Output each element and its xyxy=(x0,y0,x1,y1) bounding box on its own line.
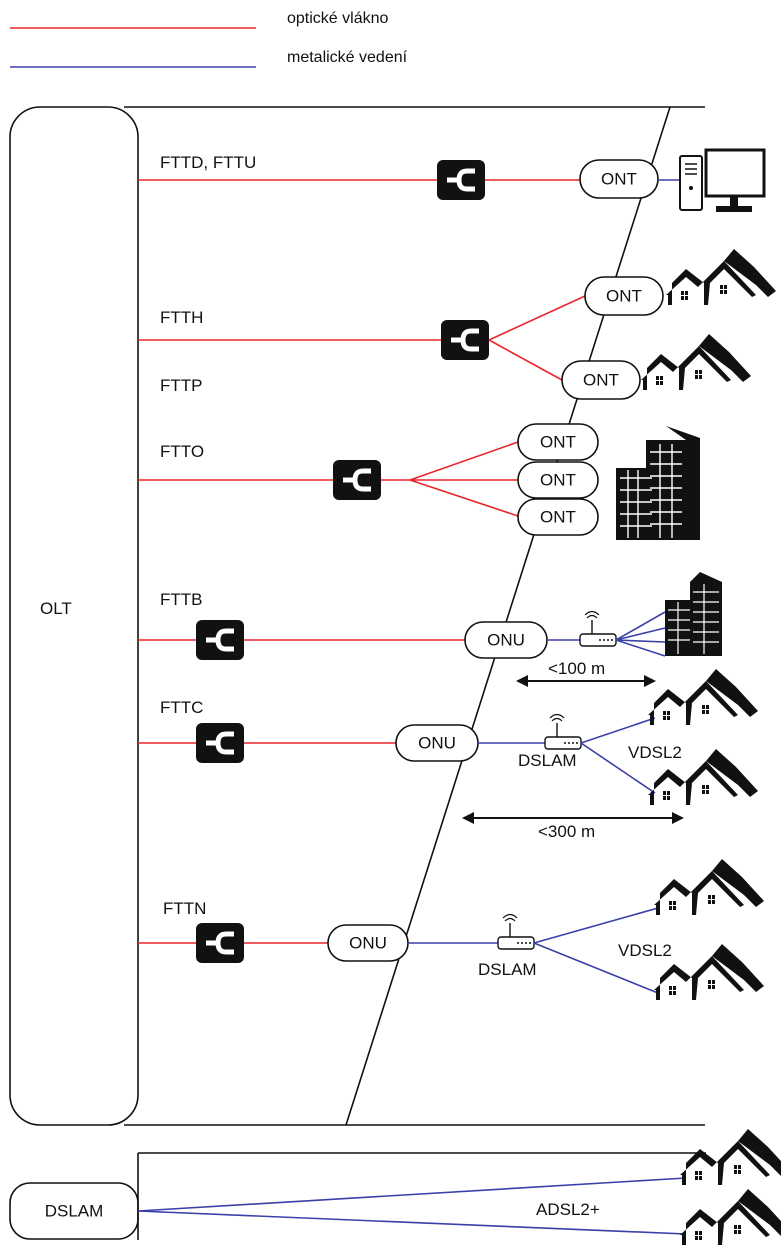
onu-label: ONU xyxy=(349,934,387,953)
router-icon xyxy=(579,610,617,647)
distance-label-300: <300 m xyxy=(538,822,595,841)
building-icon xyxy=(665,572,722,656)
ont-label: ONT xyxy=(540,471,576,490)
houses-icon xyxy=(666,249,776,305)
router-icon xyxy=(497,913,535,950)
row-label-ftto: FTTO xyxy=(160,442,204,461)
ont-label: ONT xyxy=(601,170,637,189)
ont-label: ONT xyxy=(583,371,619,390)
row-fttb: FTTB ONU <10 xyxy=(138,572,722,687)
splitter-icon xyxy=(333,460,381,500)
legend-fiber-label: optické vlákno xyxy=(287,10,388,27)
tech-label-vdsl2: VDSL2 xyxy=(628,743,682,762)
onu-label: ONU xyxy=(487,631,525,650)
olt-block: OLT xyxy=(9,106,705,1126)
ont-pill xyxy=(561,360,641,400)
router-icon xyxy=(544,713,582,750)
row-label-ftth: FTTH xyxy=(160,308,203,327)
onu-label: ONU xyxy=(418,734,456,753)
olt-box xyxy=(9,106,139,1126)
row-label-fttb: FTTB xyxy=(160,590,203,609)
tech-label-vdsl2: VDSL2 xyxy=(618,941,672,960)
row-ftto: FTTO ONT ONT ONT xyxy=(138,423,700,540)
olt-label: OLT xyxy=(40,599,72,618)
splitter-icon xyxy=(196,723,244,763)
houses-icon xyxy=(654,859,764,915)
tech-label-adsl2: ADSL2+ xyxy=(536,1200,600,1219)
houses-icon xyxy=(648,669,758,725)
houses-icon xyxy=(680,1189,781,1245)
splitter-icon xyxy=(441,320,489,360)
ont-label: ONT xyxy=(606,287,642,306)
ont-pill xyxy=(579,159,659,199)
row-fttd: FTTD, FTTU ONT xyxy=(138,148,766,212)
houses-icon xyxy=(641,334,751,390)
row-ftth: FTTH FTTP ONT ONT xyxy=(138,249,776,400)
row-fttn: FTTN ONU DSLAM VDSL2 xyxy=(138,859,764,1000)
splitter-icon xyxy=(196,620,244,660)
splitter-icon xyxy=(196,923,244,963)
distance-arrow-100 xyxy=(516,675,656,687)
dslam-box-label: DSLAM xyxy=(45,1202,104,1221)
ont-pill xyxy=(517,461,599,499)
row-fttc: FTTC ONU DSLAM VDSL2 <300 m xyxy=(138,669,758,841)
ont-pill xyxy=(517,423,599,461)
legend-metal-label: metalické vedení xyxy=(287,49,408,66)
row-label-fttd: FTTD, FTTU xyxy=(160,153,256,172)
dslam-label: DSLAM xyxy=(518,751,577,770)
dslam-label: DSLAM xyxy=(478,960,537,979)
row-label-fttn: FTTN xyxy=(163,899,206,918)
distance-arrow-300 xyxy=(462,812,684,824)
row-label-fttc: FTTC xyxy=(160,698,203,717)
ont-label: ONT xyxy=(540,433,576,452)
ont-pill xyxy=(584,276,664,316)
houses-icon xyxy=(680,1129,781,1185)
row-label-fttp: FTTP xyxy=(160,376,203,395)
ont-pill xyxy=(517,498,599,536)
distance-label-100: <100 m xyxy=(548,659,605,678)
legend: optické vlákno metalické vedení xyxy=(10,10,408,68)
computer-icon xyxy=(679,148,766,212)
ont-label: ONT xyxy=(540,508,576,527)
building-icon xyxy=(616,426,700,540)
splitter-icon xyxy=(437,160,485,200)
dslam-adsl-block: DSLAM ADSL2+ xyxy=(9,1129,781,1245)
